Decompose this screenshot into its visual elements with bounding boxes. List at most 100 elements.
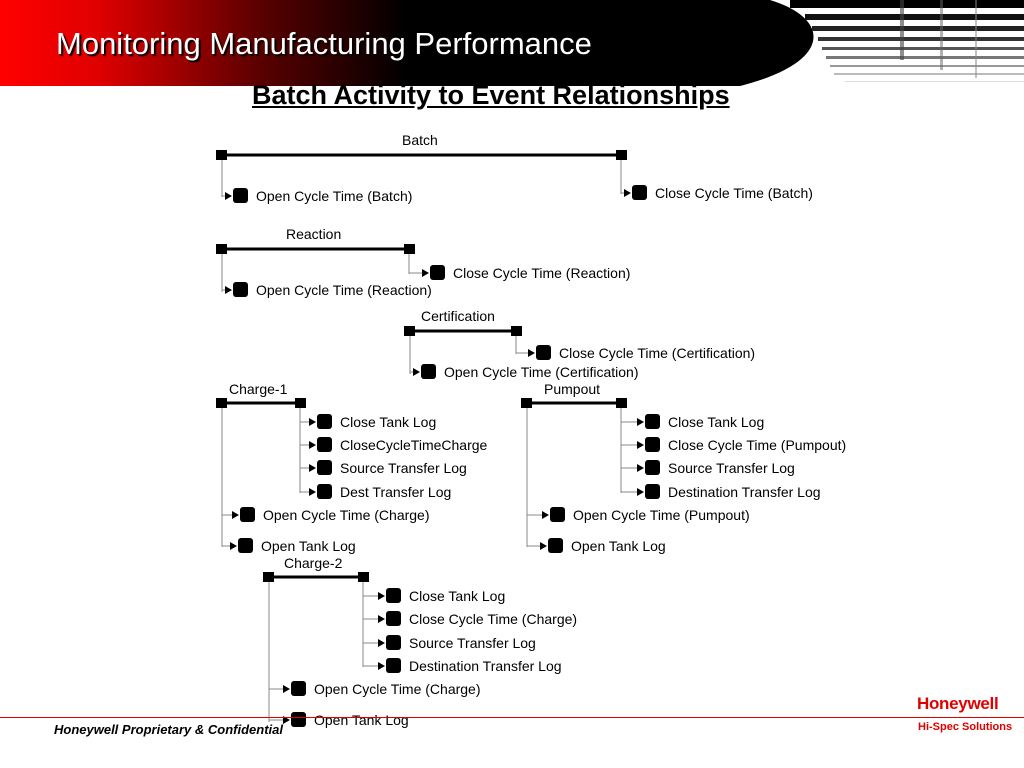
certification-start-marker [404, 326, 415, 336]
charge1-start-marker [216, 398, 227, 408]
charge2-open-event-0-arrow [283, 685, 290, 693]
batch-open-event-label: Open Cycle Time (Batch) [256, 188, 413, 204]
pumpout-open-event-1-label: Open Tank Log [571, 538, 666, 554]
logo-tagline: Hi-Spec Solutions [918, 721, 1013, 733]
pumpout-activity-label: Pumpout [544, 381, 601, 397]
charge1-close-event-1-label: CloseCycleTimeCharge [340, 437, 488, 453]
pumpout-close-event-3-arrow [637, 488, 644, 496]
reaction-open-event-event-icon [233, 282, 248, 297]
certification-end-marker [511, 326, 522, 336]
slide-title: Monitoring Manufacturing Performance [56, 26, 592, 61]
batch-activity-label: Batch [402, 132, 438, 148]
pumpout-close-event-1-event-icon [645, 437, 660, 452]
slide-header: Monitoring Manufacturing Performance [0, 0, 1024, 86]
batch-start-marker [216, 150, 227, 160]
charge1-close-event-0-arrow [309, 418, 316, 426]
pumpout-close-event-2-arrow [637, 464, 644, 472]
charge2-close-event-2-label: Source Transfer Log [409, 635, 536, 651]
reaction-activity-label: Reaction [286, 226, 342, 242]
pumpout-open-event-1-arrow [540, 542, 547, 550]
charge2-open-event-1-label: Open Tank Log [314, 712, 409, 728]
charge2-close-event-0-arrow [378, 592, 385, 600]
reaction-close-event-label: Close Cycle Time (Reaction) [453, 265, 631, 281]
reaction-close-event-arrow [422, 269, 429, 277]
charge2-open-event-0-event-icon [291, 681, 306, 696]
charge1-close-event-2-arrow [309, 464, 316, 472]
batch-close-event-event-icon [632, 185, 647, 200]
charge1-end-marker [295, 398, 306, 408]
reaction-open-event-label: Open Cycle Time (Reaction) [256, 282, 432, 298]
charge2-close-event-3-event-icon [386, 658, 401, 673]
charge2-start-marker [263, 572, 274, 582]
pumpout-start-marker [521, 398, 532, 408]
charge1-open-event-1-event-icon [238, 538, 253, 553]
certification-open-event-label: Open Cycle Time (Certification) [444, 364, 639, 380]
charge2-open-event-0-label: Open Cycle Time (Charge) [314, 681, 481, 697]
reaction-end-marker [404, 244, 415, 254]
charge1-close-event-3-event-icon [317, 484, 332, 499]
charge1-close-event-0-event-icon [317, 414, 332, 429]
charge2-close-event-1-label: Close Cycle Time (Charge) [409, 611, 578, 627]
header-stripes [790, 0, 1024, 82]
charge2-close-event-2-arrow [378, 639, 385, 647]
diagram-title: Batch Activity to Event Relationships [252, 80, 730, 110]
charge1-close-event-2-label: Source Transfer Log [340, 460, 467, 476]
pumpout-close-event-2-label: Source Transfer Log [668, 460, 795, 476]
pumpout-end-marker [616, 398, 627, 408]
charge2-close-event-0-label: Close Tank Log [409, 588, 506, 604]
reaction-open-event-arrow [225, 286, 232, 294]
charge1-open-event-0-arrow [232, 511, 239, 519]
pumpout-open-event-1-event-icon [548, 538, 563, 553]
batch-open-event-arrow [225, 192, 232, 200]
charge2-close-event-3-arrow [378, 662, 385, 670]
pumpout-close-event-0-arrow [637, 418, 644, 426]
reaction-start-marker [216, 244, 227, 254]
certification-open-event-event-icon [421, 364, 436, 379]
charge1-open-event-1-arrow [230, 542, 237, 550]
pumpout-close-event-2-event-icon [645, 460, 660, 475]
pumpout-close-event-0-label: Close Tank Log [668, 414, 765, 430]
charge2-close-event-0-event-icon [386, 588, 401, 603]
batch-end-marker [616, 150, 627, 160]
reaction-close-event-event-icon [430, 265, 445, 280]
batch-close-event-arrow [624, 189, 631, 197]
pumpout-close-event-0-event-icon [645, 414, 660, 429]
pumpout-open-event-0-arrow [542, 511, 549, 519]
charge2-end-marker [358, 572, 369, 582]
batch-open-event-event-icon [233, 188, 248, 203]
certification-open-event-arrow [413, 368, 420, 376]
pumpout-open-event-0-label: Open Cycle Time (Pumpout) [573, 507, 750, 523]
header-background [0, 0, 1024, 86]
charge1-open-event-1-label: Open Tank Log [261, 538, 356, 554]
certification-close-event-event-icon [536, 345, 551, 360]
charge1-close-event-3-arrow [309, 488, 316, 496]
pumpout-close-event-1-arrow [637, 441, 644, 449]
confidentiality-notice: Honeywell Proprietary & Confidential [54, 722, 283, 737]
charge1-open-event-0-label: Open Cycle Time (Charge) [263, 507, 430, 523]
charge1-close-event-2-event-icon [317, 460, 332, 475]
charge2-close-event-1-arrow [378, 615, 385, 623]
pumpout-open-event-0-event-icon [550, 507, 565, 522]
charge1-activity-label: Charge-1 [229, 381, 288, 397]
charge1-open-event-0-event-icon [240, 507, 255, 522]
certification-activity-label: Certification [421, 308, 495, 324]
batch-close-event-label: Close Cycle Time (Batch) [655, 185, 813, 201]
pumpout-close-event-3-label: Destination Transfer Log [668, 484, 821, 500]
footer-divider [0, 717, 1024, 718]
pumpout-close-event-3-event-icon [645, 484, 660, 499]
charge1-close-event-1-arrow [309, 441, 316, 449]
certification-close-event-label: Close Cycle Time (Certification) [559, 345, 756, 361]
honeywell-logo: Honeywell [917, 694, 999, 713]
charge2-open-event-1-arrow [283, 716, 290, 724]
certification-close-event-arrow [528, 349, 535, 357]
charge1-close-event-0-label: Close Tank Log [340, 414, 437, 430]
charge1-close-event-1-event-icon [317, 437, 332, 452]
pumpout-close-event-1-label: Close Cycle Time (Pumpout) [668, 437, 847, 453]
charge2-close-event-2-event-icon [386, 635, 401, 650]
charge2-close-event-1-event-icon [386, 611, 401, 626]
charge2-open-event-1-event-icon [291, 712, 306, 727]
charge2-activity-label: Charge-2 [284, 555, 343, 571]
charge2-close-event-3-label: Destination Transfer Log [409, 658, 562, 674]
charge1-close-event-3-label: Dest Transfer Log [340, 484, 452, 500]
